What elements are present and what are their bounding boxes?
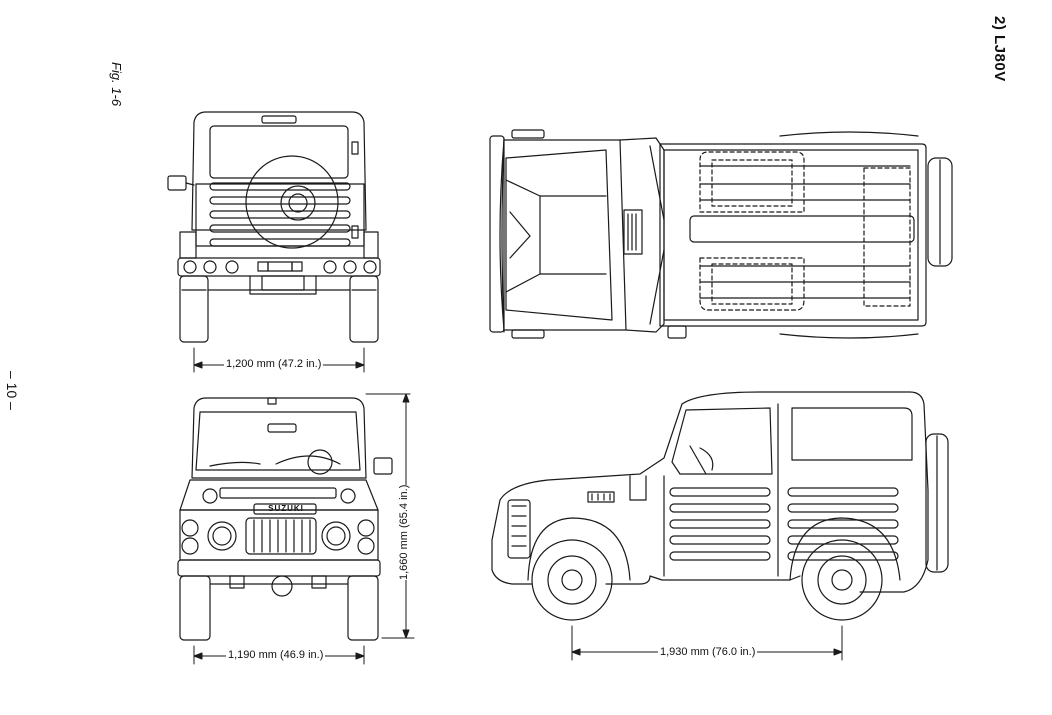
side-view [492,392,948,620]
height-label: 1,660 mm (65.4 in.) [398,484,410,580]
rear-track-label: 1,200 mm (47.2 in.) [224,358,324,370]
wheelbase-label: 1,930 mm (76.0 in.) [658,646,758,658]
front-track-label: 1,190 mm (46.9 in.) [226,649,326,661]
rear-view [168,112,380,342]
grille-emblem: SUZUKI [268,504,304,513]
top-view [490,130,952,338]
front-view [178,398,392,640]
